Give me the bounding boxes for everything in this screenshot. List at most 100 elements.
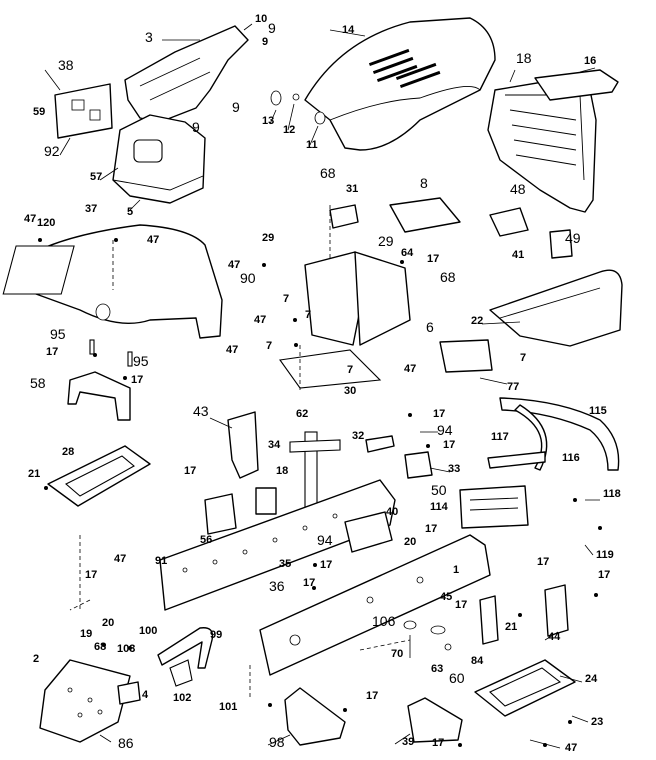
panel-bracket	[54, 83, 113, 139]
part-label-63: 63	[431, 663, 443, 675]
part-label-90: 90	[240, 270, 256, 286]
part-label-17: 17	[303, 577, 315, 589]
part-label-34: 34	[268, 439, 281, 451]
part-label-17: 17	[85, 569, 97, 581]
part-label-94: 94	[317, 532, 333, 548]
pedal-rod	[499, 397, 620, 471]
part-label-37: 37	[85, 203, 97, 215]
part-label-56: 56	[200, 534, 212, 546]
footrest-left	[47, 445, 151, 507]
part-label-9: 9	[192, 119, 200, 135]
part-label-68: 68	[440, 269, 456, 285]
part-label-9: 9	[262, 36, 268, 48]
frame-right	[259, 534, 491, 676]
bracket-32	[365, 435, 395, 453]
grille	[487, 79, 597, 213]
part-label-33: 33	[448, 463, 460, 475]
part-label-98: 98	[269, 734, 285, 750]
part-label-30: 30	[344, 385, 356, 397]
part-label-14: 14	[342, 24, 355, 36]
part-label-50: 50	[431, 482, 447, 498]
part-label-28: 28	[62, 446, 74, 458]
part-label-17: 17	[131, 374, 143, 386]
part-label-5: 5	[127, 206, 133, 218]
frame-left	[159, 479, 396, 611]
part-label-101: 101	[219, 701, 237, 713]
part-label-64: 64	[401, 247, 414, 259]
part-label-44: 44	[548, 631, 561, 643]
bracket-56	[204, 493, 237, 535]
part-label-40: 40	[386, 506, 398, 518]
part-label-36: 36	[269, 578, 285, 594]
footrest-right	[474, 659, 576, 717]
part-label-100: 100	[139, 625, 157, 637]
part-label-17: 17	[537, 556, 549, 568]
pin-95b	[127, 351, 133, 367]
part-label-47: 47	[228, 259, 240, 271]
brake-pedal	[157, 627, 214, 687]
part-label-32: 32	[352, 430, 364, 442]
part-label-47: 47	[565, 742, 577, 754]
skid-plate	[284, 687, 346, 746]
plate-77	[439, 339, 493, 373]
part-label-11: 11	[306, 139, 318, 151]
bracket-33	[404, 451, 433, 479]
bolts	[38, 238, 602, 747]
fuel-tank	[112, 114, 206, 204]
part-label-23: 23	[591, 716, 603, 728]
bracket-39	[407, 697, 463, 743]
part-label-17: 17	[433, 408, 445, 420]
part-label-41: 41	[512, 249, 524, 261]
part-label-116: 116	[562, 452, 580, 464]
part-label-4: 4	[142, 689, 149, 701]
part-label-17: 17	[443, 439, 455, 451]
part-label-2: 2	[33, 653, 39, 665]
part-label-19: 19	[80, 628, 92, 640]
part-label-86: 86	[118, 735, 134, 751]
side-panel	[489, 269, 623, 347]
bracket-49	[549, 229, 573, 259]
part-label-20: 20	[404, 536, 416, 548]
steering-support	[227, 411, 259, 479]
part-label-119: 119	[596, 549, 614, 561]
clip-4	[117, 681, 141, 705]
rod-116	[487, 451, 546, 469]
dashboard	[2, 224, 223, 339]
part-label-17: 17	[184, 465, 196, 477]
plate-18	[255, 487, 277, 515]
bracket-44	[544, 584, 569, 637]
part-label-35: 35	[279, 558, 291, 570]
part-label-92: 92	[44, 143, 60, 159]
part-label-77: 77	[507, 381, 519, 393]
part-label-18: 18	[516, 50, 532, 66]
part-label-47: 47	[24, 213, 36, 225]
part-label-9: 9	[268, 20, 276, 36]
part-label-99: 99	[210, 629, 222, 641]
part-label-103: 103	[117, 643, 135, 655]
part-label-62: 62	[296, 408, 308, 420]
part-label-48: 48	[510, 181, 526, 197]
part-label-1: 1	[453, 564, 459, 576]
part-label-60: 60	[449, 670, 465, 686]
part-label-17: 17	[46, 346, 58, 358]
bracket-48	[489, 207, 529, 237]
part-label-17: 17	[432, 737, 444, 749]
part-label-17: 17	[598, 569, 610, 581]
part-label-6: 6	[426, 319, 434, 335]
hood-hardware	[270, 90, 326, 125]
part-label-68: 68	[320, 165, 336, 181]
part-label-47: 47	[404, 363, 416, 375]
part-label-68: 68	[94, 641, 106, 653]
part-label-17: 17	[427, 253, 439, 265]
part-label-3: 3	[145, 29, 153, 45]
part-label-9: 9	[232, 99, 240, 115]
bracket-58	[67, 371, 131, 421]
part-label-94: 94	[437, 422, 453, 438]
part-label-22: 22	[471, 315, 483, 327]
steering-post	[289, 431, 341, 513]
part-label-120: 120	[37, 217, 55, 229]
part-label-115: 115	[589, 405, 607, 417]
part-label-38: 38	[58, 57, 74, 73]
bracket-40	[344, 511, 393, 553]
